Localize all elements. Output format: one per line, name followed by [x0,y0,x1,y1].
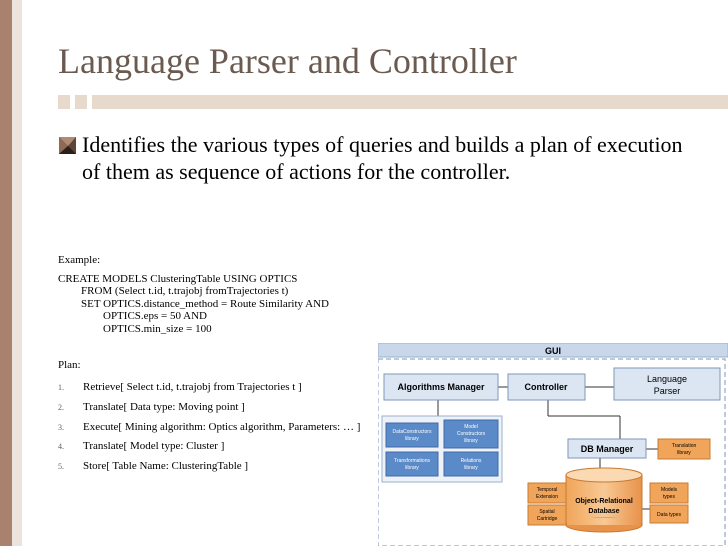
plan-item-text: Translate[ Model type: Cluster ] [83,440,225,453]
db-manager-box [567,438,647,459]
plan-item: 5. Store[ Table Name: ClusteringTable ] [58,460,360,480]
data-types-label: Data types [657,512,681,518]
data-constructors-label-2: library [405,436,419,442]
plan-item-text: Store[ Table Name: ClusteringTable ] [83,460,249,473]
gui-bar [378,343,728,358]
connectors [437,386,658,510]
plan-item-number: 4. [58,442,64,452]
model-constructors-label-1: Model [464,424,478,430]
data-types [649,504,689,524]
model-constructors-label-2: Constructors [457,431,486,437]
divider-bar [92,95,728,109]
database-label-2: Database [588,508,619,515]
plan-item: 2. Translate[ Data type: Moving point ] [58,401,360,421]
controller-box [507,373,586,401]
square-bullet-icon [59,137,76,154]
example-block: Example: CREATE MODELS ClusteringTable U… [58,254,329,336]
model-constructors-library [443,419,499,449]
transformations-label-2: library [405,465,419,471]
example-line: CREATE MODELS ClusteringTable USING OPTI… [58,272,298,285]
plan-item-number: 2. [58,402,64,412]
temporal-label-1: Temporal [537,487,558,493]
translation-label-2: library [677,450,691,456]
spatial-label-2: Cartridge [537,516,558,522]
plan-list: 1. Retrieve[ Select t.id, t.trajobj from … [58,381,360,480]
example-label: Example: [58,254,101,266]
plan-item-text: Retrieve[ Select t.id, t.trajobj from Tr… [83,381,302,393]
db-manager-label: DB Manager [581,444,634,454]
plan-item: 4. Translate[ Model type: Cluster ] [58,440,360,460]
language-parser-label-1: Language [647,374,687,384]
example-line: OPTICS.eps = 50 AND [103,310,207,323]
spatial-cartridge [527,504,567,526]
data-constructors-label-1: DataConstructors [393,429,432,435]
bullet-text: Identifies the various types of queries … [82,132,683,184]
plan-item-number: 3. [58,422,64,432]
plan-item: 1. Retrieve[ Select t.id, t.trajobj from … [58,381,360,401]
plan-item-number: 1. [58,383,64,392]
example-line: OPTICS.min_size = 100 [103,322,212,335]
example-line: FROM (Select t.id, t.trajobj fromTraject… [81,285,289,298]
slide-accent-bar [0,0,22,546]
translation-label-1: Translation [672,443,697,449]
translation-library [657,438,711,460]
models-types [649,482,689,504]
plan-label: Plan: [58,359,81,371]
language-parser-box [613,367,721,401]
relations-label-2: library [464,465,478,471]
architecture-diagram: GUI Algorithms Manager Controller Langua… [378,343,728,546]
controller-label: Controller [524,382,567,392]
title-divider [58,95,728,109]
models-types-label-2: types [663,494,675,500]
transformations-library [385,451,439,477]
model-constructors-label-3: library [464,438,478,444]
gui-label: GUI [545,346,561,356]
algorithms-manager-box [383,373,499,401]
divider-block [58,95,70,109]
database-label-1: Object-Relational [575,498,633,505]
spatial-label-1: Spatial [539,509,554,515]
relations-library [443,451,499,477]
language-parser-label-2: Parser [654,386,681,396]
transformations-label-1: Transformations [394,458,430,464]
temporal-label-2: Extension [536,494,558,500]
algorithms-manager-label: Algorithms Manager [397,382,485,392]
plan-item: 3. Execute[ Mining algorithm: Optics algo… [58,421,360,441]
slide-title: Language Parser and Controller [58,41,517,81]
temporal-extension [527,482,567,504]
database-cylinder [565,467,643,533]
plan-item-number: 5. [58,462,64,472]
relations-label-1: Relations [461,458,482,464]
data-constructors-library [385,422,439,448]
divider-block [75,95,87,109]
models-types-label-1: Models [661,487,678,493]
plan-item-text: Execute[ Mining algorithm: Optics algori… [83,420,361,433]
plan-item-text: Translate[ Data type: Moving point ] [83,400,245,413]
example-line: SET OPTICS.distance_method = Route Simil… [81,297,329,310]
